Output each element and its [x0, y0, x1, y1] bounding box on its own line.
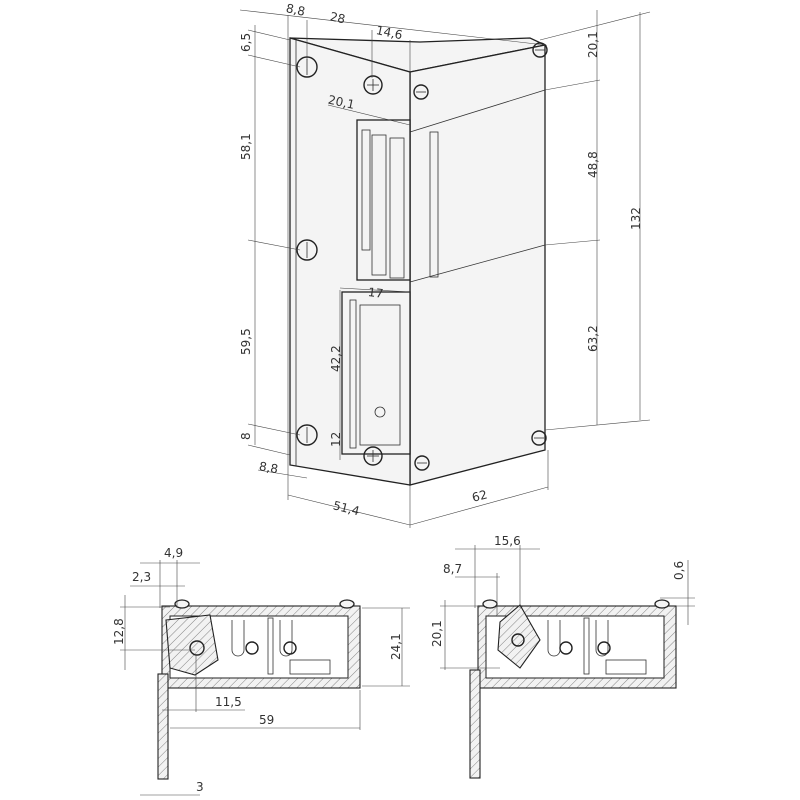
dim-label: 62	[470, 487, 488, 504]
dim-label: 20,1	[327, 93, 356, 112]
dim-label: 0,6	[672, 561, 686, 580]
dimension-lines	[120, 560, 410, 796]
dim-label: 4,9	[164, 546, 183, 560]
screw-icon	[296, 424, 318, 446]
screw-icon	[531, 430, 547, 446]
main-view: 8,8 28 14,6 6,5 20,1 58,1 20,1 48,8 132 …	[239, 1, 651, 528]
screw-icon	[414, 455, 430, 471]
dim-label: 8,8	[285, 1, 307, 19]
dim-label: 8	[239, 432, 253, 440]
screws	[296, 42, 548, 471]
dim-label: 8,7	[443, 562, 462, 576]
dimension-lines	[440, 545, 695, 670]
screw-icon	[532, 42, 548, 58]
dim-label: 11,5	[215, 695, 242, 709]
body-edge	[409, 244, 546, 283]
section-view-right: 15,6 8,7 0,6 20,1	[430, 534, 695, 779]
dim-label: 59,5	[239, 328, 253, 355]
dim-label: 17	[367, 285, 384, 301]
dim-label: 12,8	[112, 618, 126, 645]
strike-slot	[341, 291, 411, 455]
dim-label: 48,8	[586, 151, 600, 178]
section-view-left: 4,9 2,3 12,8 24,1 11,5 59 3	[112, 546, 410, 796]
dim-label: 14,6	[375, 23, 404, 42]
dimension-lines	[239, 9, 651, 528]
dim-label: 3	[196, 780, 204, 794]
screw-icon	[413, 84, 429, 100]
dim-label: 59	[259, 713, 274, 727]
dim-label: 15,6	[494, 534, 521, 548]
screw-icon	[296, 239, 318, 261]
dim-label: 12	[329, 432, 343, 447]
dim-label: 132	[629, 207, 643, 230]
body-edge	[409, 89, 546, 133]
dim-label: 20,1	[430, 620, 444, 647]
latch	[356, 119, 439, 281]
dim-label: 8,8	[258, 459, 279, 476]
dim-label: 20,1	[586, 31, 600, 58]
mounting-plate-section	[157, 673, 169, 780]
dim-label: 24,1	[389, 633, 403, 660]
dim-label: 63,2	[586, 325, 600, 352]
dim-label: 58,1	[239, 133, 253, 160]
dim-label: 2,3	[132, 570, 151, 584]
screw-icon	[363, 75, 383, 95]
mounting-plate-section	[469, 669, 481, 779]
dim-label: 6,5	[239, 33, 253, 52]
dim-label: 51,4	[332, 498, 361, 518]
dim-label: 28	[329, 9, 347, 26]
screw-icon	[363, 446, 383, 466]
dim-label: 42,2	[329, 345, 343, 372]
